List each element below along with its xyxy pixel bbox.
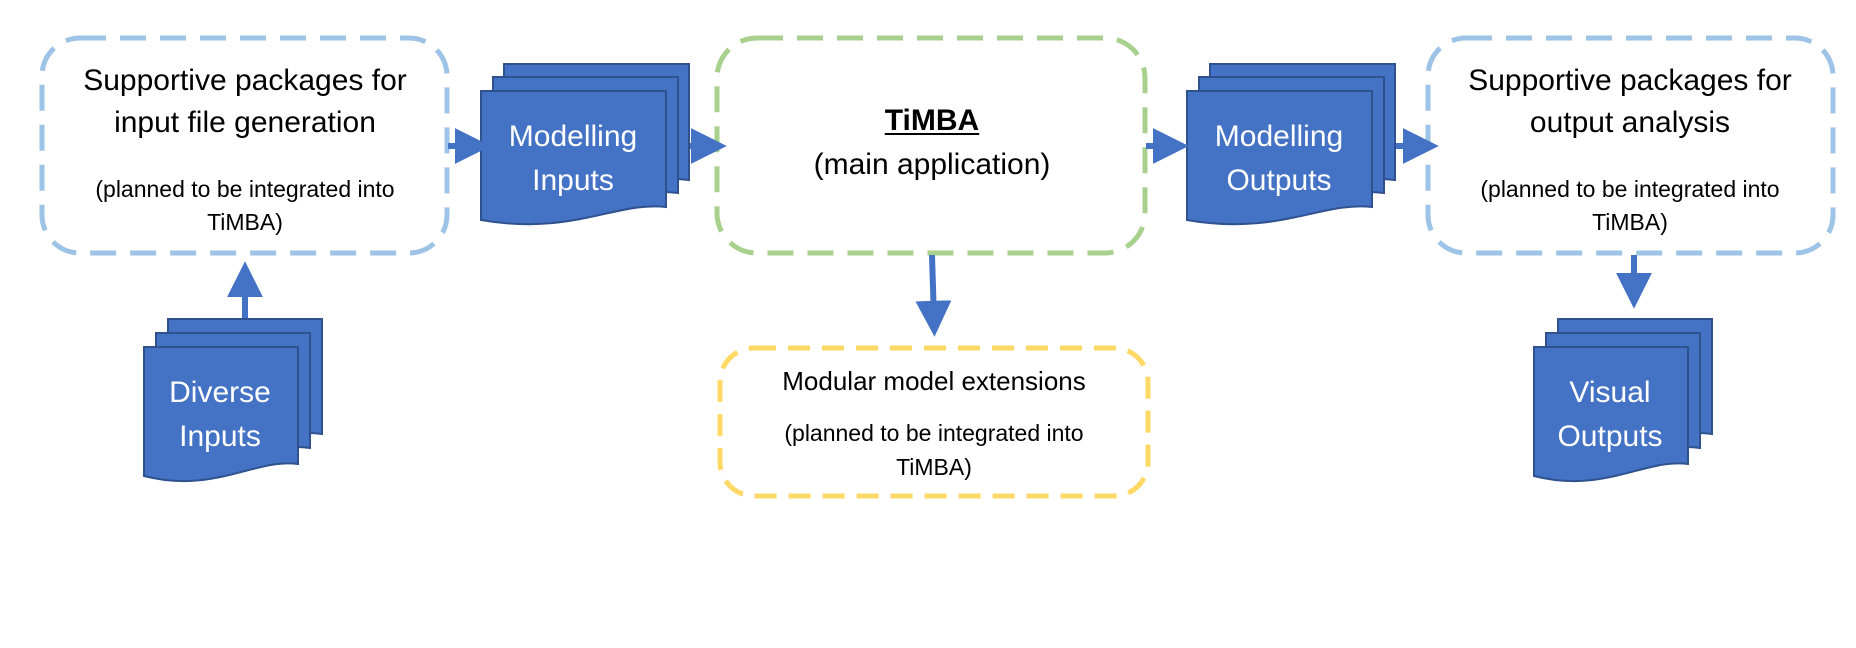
input-packages-title-line1: Supportive packages for (83, 64, 407, 97)
modelling-inputs-document-stack: Modelling Inputs (480, 63, 690, 226)
main-application-title: TiMBA (885, 104, 979, 137)
modelling-outputs-document-stack: Modelling Outputs (1186, 63, 1396, 226)
output-packages-note-line1: (planned to be integrated into (1480, 176, 1779, 202)
modelling-inputs-label-line1: Modelling (509, 120, 637, 153)
output-packages-title-line2: output analysis (1530, 106, 1730, 139)
modelling-outputs-label-line2: Outputs (1226, 164, 1331, 197)
visual-outputs-label-line1: Visual (1569, 376, 1650, 409)
arrow-main-to-extensions (915, 254, 952, 337)
visual-outputs-document-stack: Visual Outputs (1533, 318, 1713, 483)
output-packages-box: Supportive packages for output analysis … (1425, 35, 1836, 256)
model-extensions-box: Modular model extensions (planned to be … (717, 345, 1151, 499)
main-application-box: TiMBA (main application) (714, 35, 1148, 256)
visual-outputs-label-line2: Outputs (1557, 420, 1662, 453)
main-application-subtitle: (main application) (814, 148, 1051, 181)
model-extensions-title: Modular model extensions (782, 366, 1086, 396)
modelling-inputs-label-line2: Inputs (532, 164, 614, 197)
output-packages-title-line1: Supportive packages for (1468, 64, 1792, 97)
input-packages-box: Supportive packages for input file gener… (39, 35, 450, 256)
input-packages-note-line2: TiMBA) (207, 209, 283, 235)
diverse-inputs-document-stack: Diverse Inputs (143, 318, 323, 483)
input-packages-note-line1: (planned to be integrated into (95, 176, 394, 202)
model-extensions-note-line1: (planned to be integrated into (784, 420, 1083, 446)
modelling-outputs-label-line1: Modelling (1215, 120, 1343, 153)
input-packages-title-line2: input file generation (114, 106, 376, 139)
diverse-inputs-label-line2: Inputs (179, 420, 261, 453)
model-extensions-note-line2: TiMBA) (896, 454, 972, 480)
diverse-inputs-label-line1: Diverse (169, 376, 271, 409)
output-packages-note-line2: TiMBA) (1592, 209, 1668, 235)
